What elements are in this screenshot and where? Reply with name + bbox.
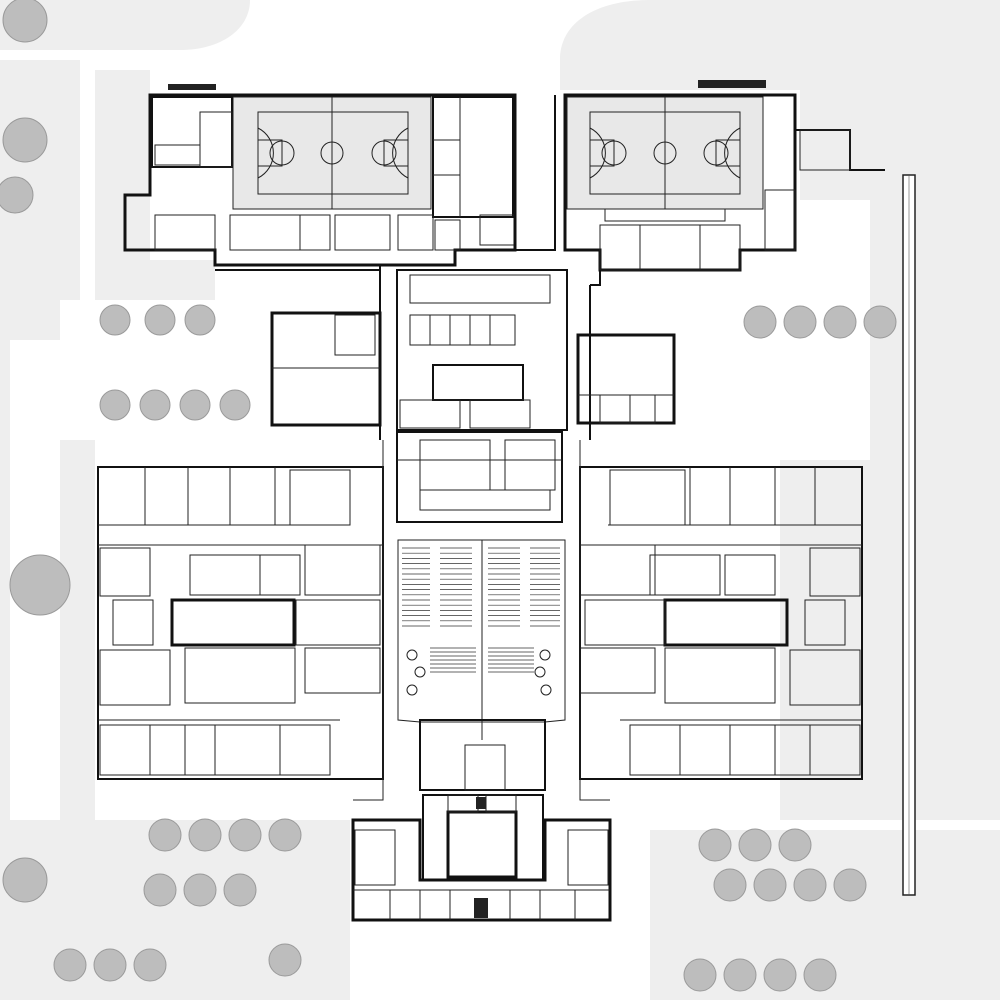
tree-icon: [753, 868, 787, 902]
west-classroom-wing: [97, 466, 384, 780]
south-block: [351, 719, 612, 922]
tree-icon: [139, 389, 171, 421]
west-pavilion: [270, 311, 382, 427]
tree-icon: [183, 873, 217, 907]
tree-icon: [683, 958, 717, 992]
tree-icon: [133, 948, 167, 982]
auditorium: [397, 539, 566, 740]
round-table: [540, 684, 552, 696]
tree-icon: [713, 868, 747, 902]
round-table: [406, 684, 418, 696]
tree-icon: [219, 389, 251, 421]
tree-icon: [53, 948, 87, 982]
round-table: [414, 666, 426, 678]
tree-icon: [2, 117, 48, 163]
tree-icon: [93, 948, 127, 982]
tree-icon: [144, 304, 176, 336]
west-gym-block: [123, 84, 517, 267]
east-pavilion: [576, 333, 676, 425]
tree-icon: [2, 857, 48, 903]
tree-icon: [698, 828, 732, 862]
east-gym-block: [563, 80, 885, 272]
tree-icon: [2, 0, 48, 43]
tree-icon: [833, 868, 867, 902]
tree-icon: [763, 958, 797, 992]
tree-icon: [738, 828, 772, 862]
tree-icon: [184, 304, 216, 336]
central-north-block: [396, 269, 568, 431]
round-table: [539, 649, 551, 661]
tree-icon: [803, 958, 837, 992]
tree-icon: [268, 943, 302, 977]
tree-icon: [228, 818, 262, 852]
tree-icon: [778, 828, 812, 862]
tree-icon: [179, 389, 211, 421]
central-mid-block: [396, 431, 563, 523]
auditorium-seating: [402, 547, 560, 673]
tree-icon: [823, 305, 857, 339]
round-table: [406, 649, 418, 661]
tree-icon: [793, 868, 827, 902]
tree-icon: [99, 389, 131, 421]
tree-icon: [743, 305, 777, 339]
east-classroom-wing: [579, 466, 863, 780]
tree-icon: [223, 873, 257, 907]
tree-icon: [99, 304, 131, 336]
round-tables: [406, 649, 552, 696]
tree-icon: [268, 818, 302, 852]
tree-icon: [0, 176, 34, 214]
tree-icon: [143, 873, 177, 907]
trees: [0, 0, 897, 992]
tree-icon: [188, 818, 222, 852]
tree-icon: [148, 818, 182, 852]
tree-icon: [783, 305, 817, 339]
east-boundary-wall: [902, 174, 916, 896]
main-corridor: [353, 440, 610, 801]
tree-icon: [723, 958, 757, 992]
round-table: [534, 666, 546, 678]
tree-icon: [863, 305, 897, 339]
tree-icon: [9, 554, 71, 616]
